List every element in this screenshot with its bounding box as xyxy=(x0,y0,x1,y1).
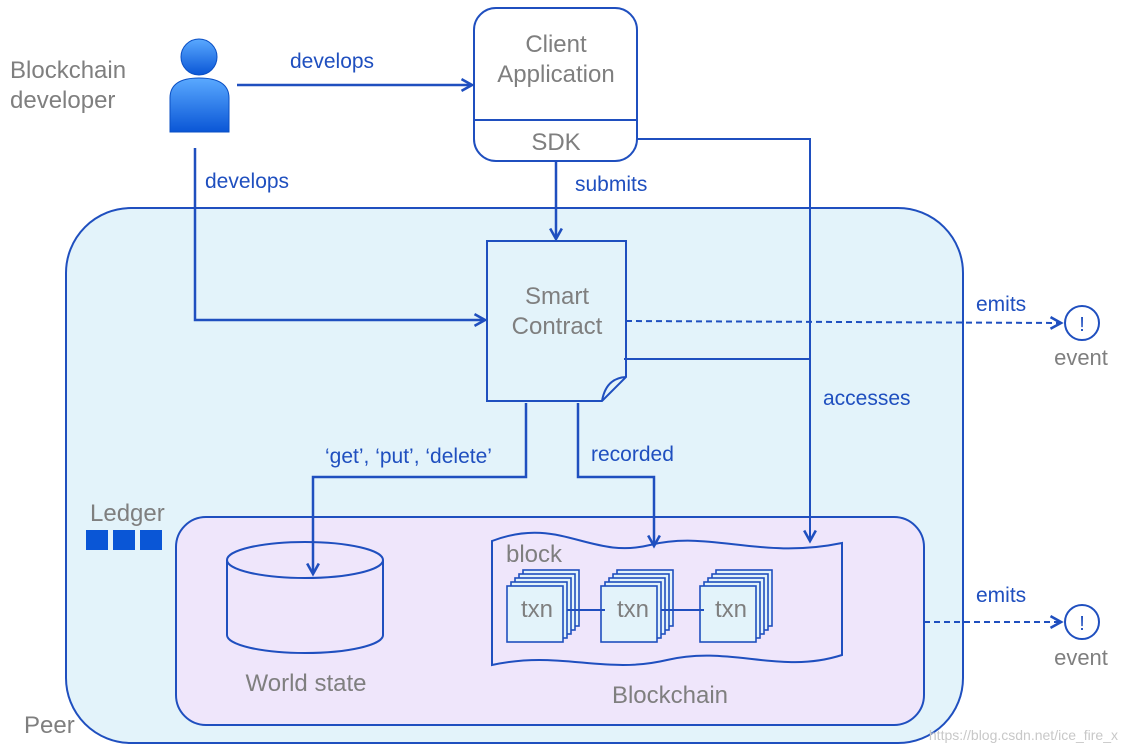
event-label-2: event xyxy=(1054,645,1108,670)
smart-contract-document xyxy=(486,240,627,402)
block-label: block xyxy=(506,541,563,568)
txn-label-2: txn xyxy=(617,596,649,623)
user-icon xyxy=(169,38,230,133)
txn-stack-3 xyxy=(699,569,773,643)
event-icon-2-symbol: ! xyxy=(1079,613,1085,635)
edge-label-develops-contract: develops xyxy=(205,170,289,193)
arrow-develops-contract xyxy=(193,148,485,320)
edge-label-recorded: recorded xyxy=(591,443,674,466)
ledger-icon xyxy=(86,530,162,550)
smart-contract-title-line1: Smart xyxy=(525,283,589,310)
edge-label-accesses: accesses xyxy=(823,387,911,410)
arrow-sdk-accesses xyxy=(637,138,810,541)
txn-label-3: txn xyxy=(715,596,747,623)
event-icon-1-symbol: ! xyxy=(1079,314,1085,336)
edge-label-develops-client: develops xyxy=(290,50,374,73)
event-icon-1 xyxy=(1064,305,1100,341)
developer-label-line2: developer xyxy=(10,87,115,114)
blockchain-label: Blockchain xyxy=(612,682,728,709)
peer-label: Peer xyxy=(24,712,75,739)
world-state-label: World state xyxy=(246,670,367,697)
ledger-label: Ledger xyxy=(90,500,165,527)
txn-stack-1 xyxy=(506,569,580,643)
developer-label-line1: Blockchain xyxy=(10,57,126,84)
edge-label-emits-ledger: emits xyxy=(976,584,1026,607)
arrow-recorded xyxy=(576,403,654,546)
world-state-cylinder xyxy=(226,541,384,654)
client-app-title-line1: Client xyxy=(525,31,587,58)
edge-label-get-put-delete: ‘get’, ‘put’, ‘delete’ xyxy=(325,445,492,468)
sdk-label: SDK xyxy=(531,129,580,156)
smart-contract-title-line2: Contract xyxy=(512,313,603,340)
watermark: https://blog.csdn.net/ice_fire_x xyxy=(929,727,1118,743)
arrow-emits-contract xyxy=(625,321,1061,323)
arrow-get-put-delete xyxy=(313,403,528,574)
txn-label-1: txn xyxy=(521,596,553,623)
edge-label-emits-contract: emits xyxy=(976,293,1026,316)
client-app-title-line2: Application xyxy=(497,61,614,88)
edge-label-submits: submits xyxy=(575,173,647,196)
txn-stack-2 xyxy=(600,569,674,643)
event-label-1: event xyxy=(1054,345,1108,370)
event-icon-2 xyxy=(1064,604,1100,640)
